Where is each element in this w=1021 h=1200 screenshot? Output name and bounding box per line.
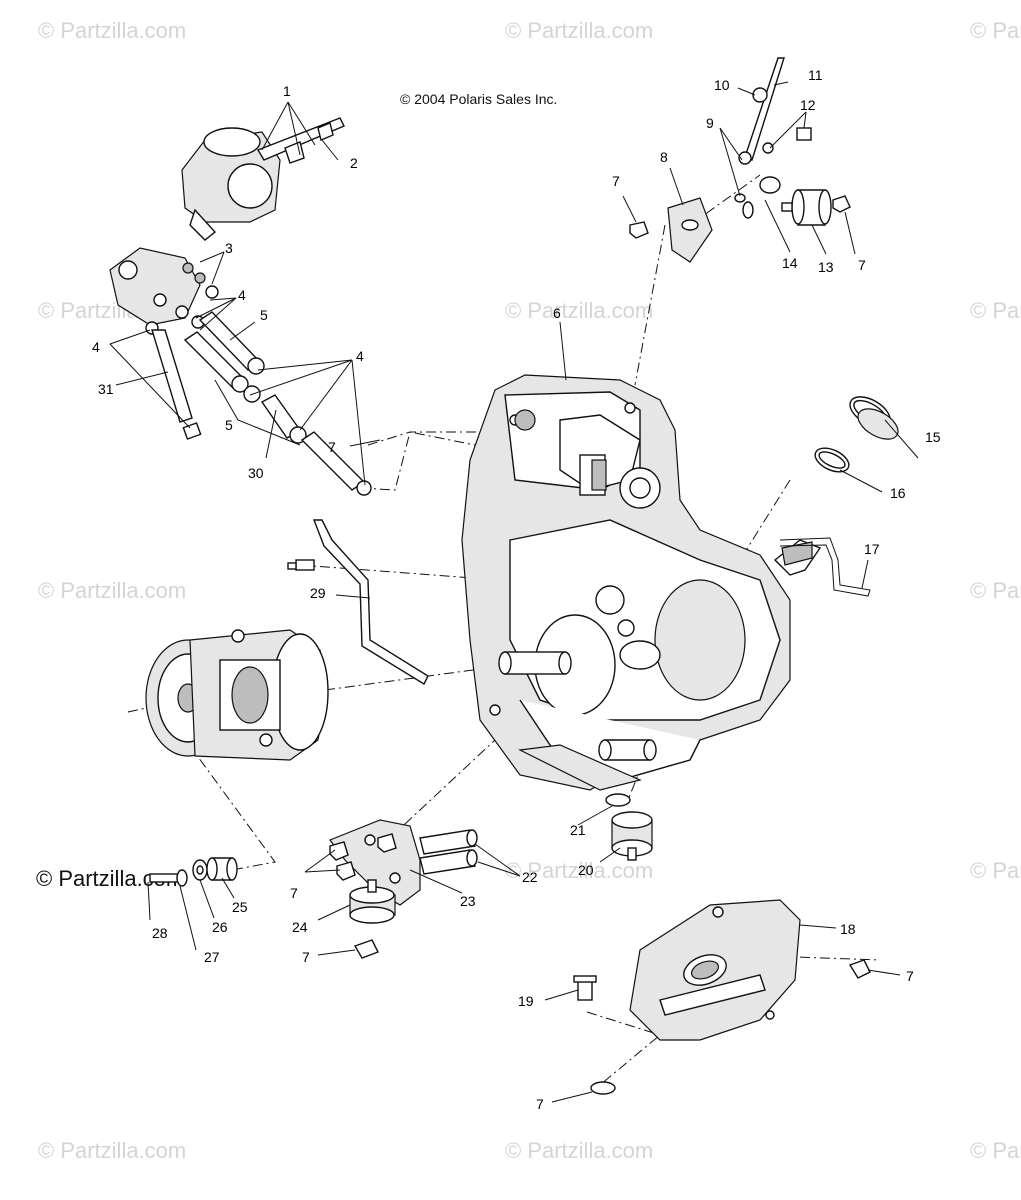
- fuel-pump: [109, 247, 219, 335]
- skid-plate: [573, 899, 871, 1095]
- copyright-notice: © 2004 Polaris Sales Inc.: [400, 91, 557, 107]
- watermark-text: © Partzilla.com: [970, 18, 1021, 43]
- watermark-text: © Partzilla.com: [38, 578, 186, 603]
- callout-6: 6: [553, 305, 561, 321]
- watermark-text: © Partzilla.com: [970, 858, 1021, 883]
- callout-7: 7: [302, 949, 310, 965]
- leader-lines: [109, 81, 919, 1103]
- callout-7: 7: [536, 1096, 544, 1112]
- callout-10: 10: [714, 77, 730, 93]
- callout-1: 1: [283, 83, 291, 99]
- callout-21: 21: [570, 822, 586, 838]
- callout-7: 7: [612, 173, 620, 189]
- breather-hose: [779, 537, 871, 597]
- callout-14: 14: [782, 255, 798, 271]
- callout-7: 7: [906, 968, 914, 984]
- watermark-text: © Partzilla.com: [505, 858, 653, 883]
- fuel-hoses: [151, 311, 372, 496]
- engine-assembly: [461, 374, 822, 791]
- callout-2: 2: [350, 155, 358, 171]
- carburetor: [181, 117, 345, 241]
- drive-clutch: [145, 629, 329, 761]
- watermark-text: © Partzilla.com: [505, 18, 653, 43]
- callout-7: 7: [858, 257, 866, 273]
- watermark-text: © Partzilla.com: [970, 298, 1021, 323]
- mount-bracket-upper: [629, 57, 851, 263]
- callout-12: 12: [800, 97, 816, 113]
- callout-4: 4: [356, 348, 364, 364]
- watermark-text: © Partzilla.com: [38, 1138, 186, 1163]
- callout-29: 29: [310, 585, 326, 601]
- callout-7: 7: [328, 439, 336, 455]
- callout-27: 27: [204, 949, 220, 965]
- clutch-hardware: [149, 857, 238, 887]
- callout-11: 11: [808, 67, 823, 83]
- callout-8: 8: [660, 149, 668, 165]
- callout-30: 30: [248, 465, 264, 481]
- watermark-text: © Partzilla.com: [970, 578, 1021, 603]
- engine-mount-rear: [605, 793, 653, 861]
- callout-5: 5: [225, 417, 233, 433]
- watermark-text: © Partzilla.com: [38, 18, 186, 43]
- callout-7: 7: [290, 885, 298, 901]
- watermark-text: © Partzilla.com: [970, 1138, 1021, 1163]
- callout-4: 4: [92, 339, 100, 355]
- callout-labels: 1 2 3 4 4 4 5 5 6 7 7 7 7 7 7 7 8 9 10 1…: [92, 67, 941, 1112]
- callout-4: 4: [238, 287, 246, 303]
- callout-19: 19: [518, 993, 534, 1009]
- callout-16: 16: [890, 485, 906, 501]
- watermark-text: © Partzilla.com: [505, 1138, 653, 1163]
- callout-28: 28: [152, 925, 168, 941]
- callout-22: 22: [522, 869, 538, 885]
- callout-15: 15: [925, 429, 941, 445]
- callout-13: 13: [818, 259, 834, 275]
- mount-bracket-lower: [329, 819, 478, 959]
- intake-boot-and-clamp: [814, 396, 899, 473]
- callout-31: 31: [98, 381, 114, 397]
- callout-25: 25: [232, 899, 248, 915]
- callout-26: 26: [212, 919, 228, 935]
- callout-5: 5: [260, 307, 268, 323]
- callout-18: 18: [840, 921, 856, 937]
- callout-20: 20: [578, 862, 594, 878]
- callout-24: 24: [292, 919, 308, 935]
- callout-3: 3: [225, 240, 233, 256]
- dipstick-tube: [287, 519, 429, 685]
- callout-9: 9: [706, 115, 714, 131]
- callout-17: 17: [864, 541, 880, 557]
- watermark-text: © Partzilla.com: [505, 298, 653, 323]
- callout-23: 23: [460, 893, 476, 909]
